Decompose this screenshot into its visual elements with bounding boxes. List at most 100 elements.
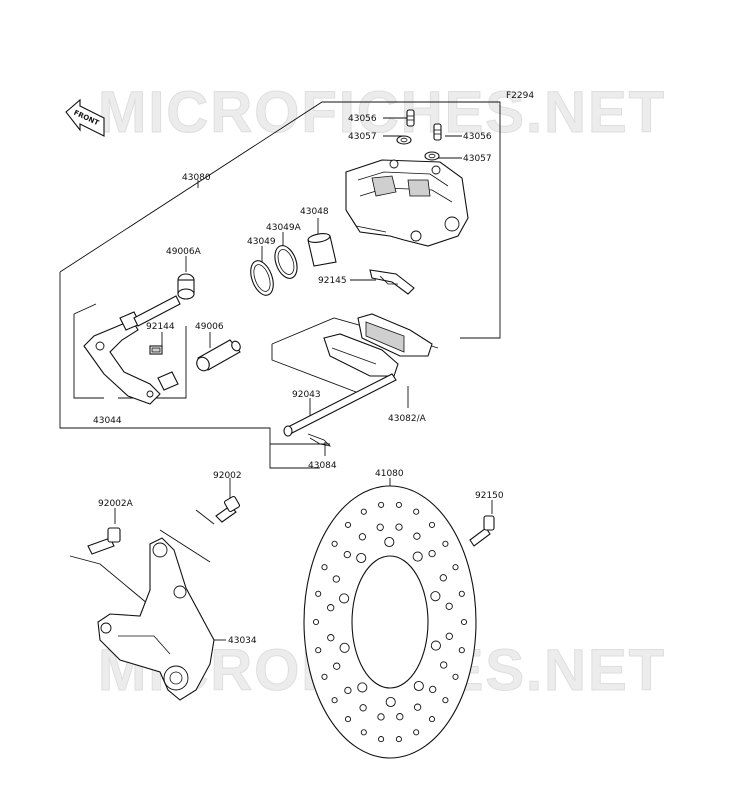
disc-hole: [358, 533, 367, 541]
disc-hole: [460, 618, 468, 626]
disc-hole: [321, 673, 328, 680]
disc-hole: [378, 501, 385, 508]
disc-hole: [452, 564, 459, 571]
bolt-92002: [215, 495, 241, 523]
disc-hole: [395, 523, 403, 531]
disc-hole: [445, 602, 453, 610]
disc-hole: [359, 704, 367, 712]
disc-hole: [413, 532, 421, 540]
label-43049A: 43049A: [266, 223, 302, 233]
watermark-top: MICROFICHES.NET: [98, 80, 666, 145]
disc-hole: [343, 550, 351, 559]
label-92043: 92043: [292, 390, 321, 400]
disc-hole: [395, 501, 402, 508]
disc-hole: [339, 593, 350, 604]
disc-hole: [413, 508, 420, 515]
brake-pad-rear: [357, 313, 433, 357]
disc-hole: [356, 552, 367, 564]
label-43080: 43080: [182, 173, 211, 183]
disc-hole: [396, 713, 404, 721]
disc-hole: [315, 647, 322, 654]
label-92002A: 92002A: [98, 499, 134, 509]
label-43082A: 43082/A: [388, 414, 427, 424]
disc-hole: [458, 647, 465, 654]
caliper-bracket: [83, 295, 181, 405]
front-arrow-icon: FRONT: [65, 98, 105, 137]
label-43056-top: 43056: [348, 114, 377, 124]
label-43057-right: 43057: [463, 154, 492, 164]
label-92002: 92002: [213, 471, 242, 481]
disc-hole: [430, 591, 441, 602]
bolt-92002A: [87, 527, 121, 555]
label-43034: 43034: [228, 636, 257, 646]
part-labels: 43056 43057 43056 43057 43080 43048 4304…: [93, 114, 504, 646]
disc-hole: [339, 642, 350, 653]
pin-clip: [307, 433, 332, 447]
disc-hole: [333, 662, 341, 670]
disc-hole: [440, 661, 448, 669]
disc-hole: [439, 574, 447, 582]
caliper-holder: [97, 537, 215, 701]
label-92150: 92150: [475, 491, 504, 501]
disc-hole: [430, 640, 441, 651]
disc-hole: [384, 536, 395, 548]
label-43049: 43049: [247, 237, 276, 247]
label-43084: 43084: [308, 461, 337, 471]
pad-pin: [283, 373, 397, 437]
washer-left: [396, 135, 412, 145]
disc-hole: [428, 521, 436, 528]
boot-lower: [196, 339, 241, 372]
disc-hole: [357, 682, 368, 693]
disc-hole: [428, 716, 436, 723]
disc-hole: [452, 673, 459, 680]
dust-seal: [250, 260, 274, 296]
disc-hole: [412, 551, 423, 562]
small-clip: [149, 345, 163, 355]
boot-upper: [177, 273, 195, 300]
assembly-outline-43080: [59, 101, 501, 469]
disc-hole: [332, 575, 340, 583]
bleeder-screw-left: [406, 109, 415, 127]
brake-pad-front: [323, 333, 399, 377]
piston: [307, 233, 337, 267]
disc-hole: [331, 697, 338, 704]
disc-hole: [429, 685, 437, 694]
disc-hole: [312, 618, 320, 626]
disc-hole: [327, 634, 335, 642]
brake-disc: [303, 485, 477, 759]
disc-hole: [442, 697, 449, 704]
label-92145: 92145: [318, 276, 347, 286]
disc-holes: [312, 501, 468, 743]
disc-hole: [327, 604, 335, 612]
disc-hole: [385, 696, 396, 708]
piston-seal: [274, 245, 298, 279]
disc-hole: [344, 716, 352, 723]
disc-hole: [413, 729, 420, 736]
disc-hole: [413, 703, 422, 711]
disc-hole: [360, 508, 367, 515]
disc-hole: [377, 713, 385, 721]
disc-hole: [378, 736, 385, 743]
disc-hole: [315, 590, 322, 597]
label-41080: 41080: [375, 469, 404, 479]
bleeder-screw-right: [433, 123, 442, 141]
disc-hole: [395, 736, 402, 743]
pad-spring: [369, 269, 415, 295]
disc-hole: [321, 564, 328, 571]
label-49006A: 49006A: [166, 247, 202, 257]
disc-hole: [360, 729, 367, 736]
diagram-code: F2294: [506, 91, 534, 101]
disc-hole: [344, 686, 352, 695]
disc-hole: [413, 680, 424, 692]
disc-hole: [331, 540, 338, 547]
bolt-92150: [469, 515, 495, 547]
label-43044: 43044: [93, 416, 122, 426]
disc-hole: [376, 523, 384, 531]
disc-hole: [344, 521, 352, 528]
label-49006: 49006: [195, 322, 224, 332]
label-92144: 92144: [146, 322, 175, 332]
label-43048: 43048: [300, 207, 329, 217]
caliper-body: [345, 159, 469, 247]
washer-right: [424, 151, 440, 161]
